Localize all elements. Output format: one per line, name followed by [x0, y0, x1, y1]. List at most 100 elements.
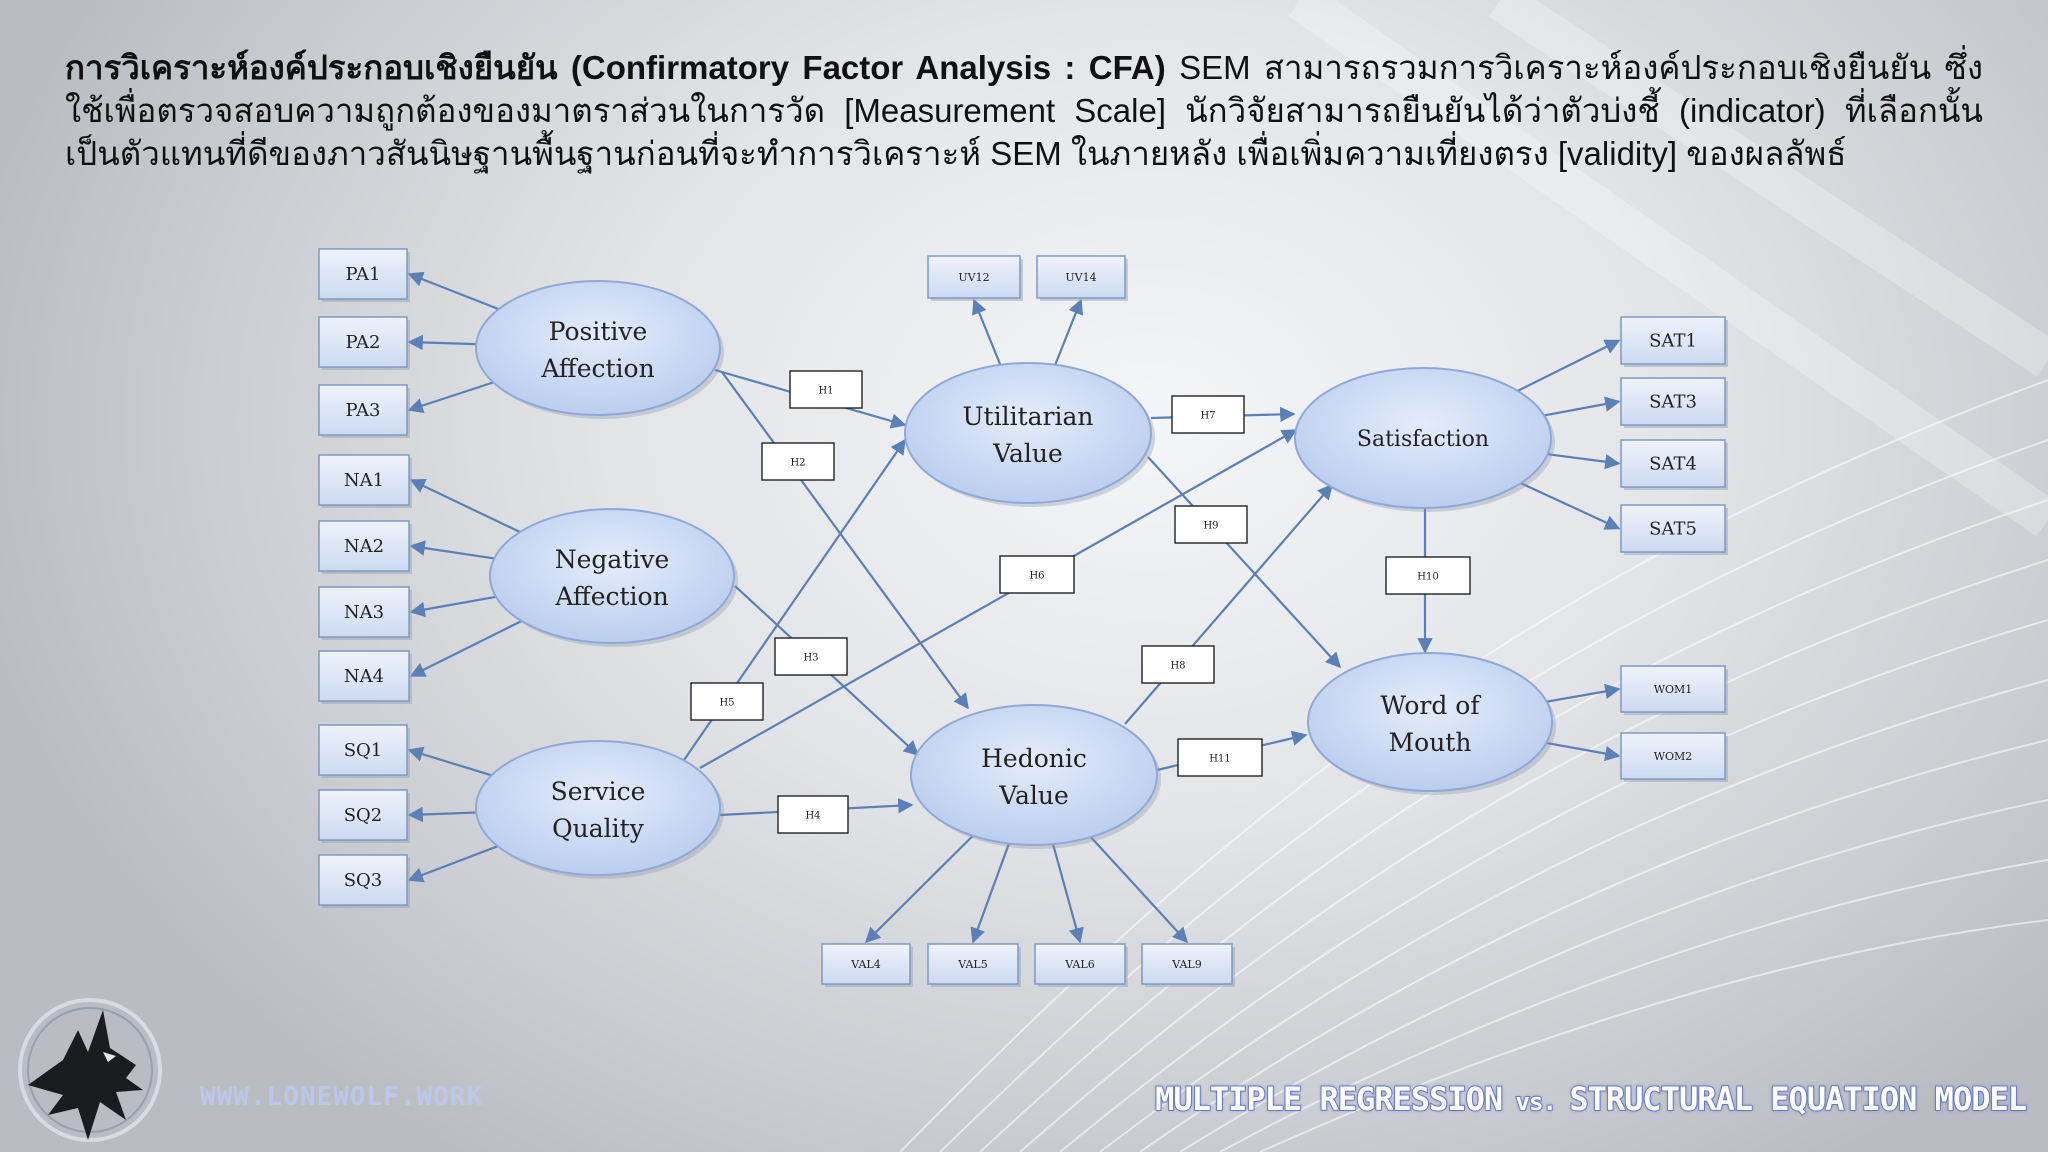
hypothesis-label: H1 — [818, 386, 833, 397]
hypothesis-h4: H4 — [777, 795, 849, 834]
indicator-uv14: UV14 — [1036, 255, 1128, 301]
arrows-layer — [407, 271, 1621, 944]
hypothesis-label: H7 — [1200, 411, 1215, 422]
indicator-label: UV12 — [958, 271, 989, 284]
wolf-logo-icon — [18, 998, 162, 1142]
indicator-arrow-wom1 — [1546, 683, 1621, 703]
hypothesis-label: H4 — [805, 811, 820, 822]
indicator-label: NA2 — [344, 536, 384, 557]
hypothesis-h3: H3 — [774, 637, 848, 676]
indicator-arrow-val6 — [1051, 843, 1084, 944]
indicator-label: VAL9 — [1171, 958, 1201, 971]
path-arrow-h6 — [699, 429, 1298, 769]
indicator-label: PA2 — [346, 332, 381, 353]
indicator-sq3: SQ3 — [318, 854, 410, 908]
indicator-label: VAL6 — [1064, 958, 1094, 971]
hypothesis-h2: H2 — [761, 442, 835, 481]
indicator-arrow-sq1 — [407, 746, 492, 777]
hypothesis-h10: H10 — [1385, 556, 1471, 595]
hypothesis-h6: H6 — [999, 555, 1075, 594]
construct-sat: Satisfaction — [1294, 367, 1555, 512]
indicator-arrow-sat3 — [1543, 396, 1621, 417]
indicator-arrow-val9 — [1090, 836, 1189, 944]
construct-label: Utilitarian — [962, 402, 1093, 431]
indicator-sat5: SAT5 — [1620, 504, 1728, 555]
indicator-na2: NA2 — [318, 520, 412, 574]
indicator-label: SQ2 — [344, 805, 383, 826]
hypothesis-label: H11 — [1209, 754, 1230, 765]
indicator-arrow-val4 — [864, 834, 974, 944]
indicator-wom1: WOM1 — [1620, 665, 1728, 715]
intro-body: SEM สามารถรวมการวิเคราะห์องค์ประกอบเชิงย… — [65, 49, 1984, 172]
indicator-arrow-sat5 — [1520, 482, 1621, 530]
construct-label: Affection — [554, 582, 668, 611]
indicator-arrow-uv12 — [972, 298, 1002, 366]
indicator-pa2: PA2 — [318, 316, 410, 370]
indicator-val4: VAL4 — [821, 943, 913, 987]
indicator-label: UV14 — [1065, 271, 1096, 284]
indicator-label: VAL5 — [957, 958, 987, 971]
construct-label: Mouth — [1389, 728, 1472, 757]
indicator-na3: NA3 — [318, 586, 412, 640]
hypothesis-label: H6 — [1029, 571, 1044, 582]
indicator-label: SAT1 — [1649, 331, 1697, 352]
indicator-arrow-sat1 — [1517, 339, 1621, 392]
hypothesis-label: H3 — [803, 653, 818, 664]
intro-heading: การวิเคราะห์องค์ประกอบเชิงยืนยัน (Confir… — [65, 49, 1166, 86]
indicator-label: WOM2 — [1654, 750, 1693, 763]
indicator-val9: VAL9 — [1141, 943, 1235, 987]
construct-label: Positive — [549, 317, 648, 346]
indicator-uv12: UV12 — [927, 255, 1023, 301]
hypothesis-label: H10 — [1417, 572, 1438, 583]
construct-label: Hedonic — [981, 744, 1087, 773]
indicator-label: NA4 — [344, 666, 384, 687]
indicator-val5: VAL5 — [927, 943, 1021, 987]
indicator-val6: VAL6 — [1034, 943, 1128, 987]
construct-label: Value — [998, 781, 1069, 810]
hypothesis-h9: H9 — [1174, 505, 1248, 544]
title-right: STRUCTURAL EQUATION MODEL — [1568, 1079, 2028, 1119]
construct-label: Service — [551, 777, 646, 806]
indicator-label: PA1 — [346, 264, 381, 285]
indicator-arrow-uv14 — [1054, 298, 1084, 366]
indicator-arrow-na4 — [409, 619, 523, 677]
title-left: MULTIPLE REGRESSION — [1154, 1079, 1504, 1119]
indicator-arrow-sq2 — [407, 806, 477, 823]
hypothesis-h11: H11 — [1177, 738, 1263, 777]
hypothesis-h5: H5 — [690, 682, 764, 721]
path-arrow-h9 — [1147, 456, 1342, 669]
indicator-arrow-pa2 — [407, 334, 477, 351]
indicator-label: VAL4 — [850, 958, 880, 971]
intro-paragraph: การวิเคราะห์องค์ประกอบเชิงยืนยัน (Confir… — [65, 46, 1983, 175]
construct-label: Affection — [540, 354, 654, 383]
path-arrow-h8 — [1124, 483, 1334, 725]
indicator-na1: NA1 — [318, 454, 412, 508]
indicator-label: SQ3 — [344, 870, 383, 891]
indicator-label: SQ1 — [344, 740, 383, 761]
indicator-label: SAT5 — [1649, 519, 1697, 540]
hypothesis-label: H5 — [719, 698, 734, 709]
hypothesis-h8: H8 — [1141, 645, 1215, 684]
indicator-label: SAT3 — [1649, 392, 1697, 413]
indicator-label: NA3 — [344, 602, 384, 623]
indicator-arrow-sat4 — [1547, 453, 1621, 470]
indicator-sq1: SQ1 — [318, 724, 410, 778]
indicator-pa1: PA1 — [318, 248, 410, 302]
indicator-arrow-pa1 — [407, 271, 500, 311]
indicator-arrow-na2 — [409, 540, 495, 560]
indicator-sq2: SQ2 — [318, 789, 410, 843]
indicator-wom2: WOM2 — [1620, 732, 1728, 782]
indicator-arrow-na3 — [409, 595, 497, 618]
indicator-sat1: SAT1 — [1620, 316, 1728, 367]
construct-label: Value — [992, 439, 1063, 468]
hypothesis-h7: H7 — [1171, 395, 1245, 434]
indicator-sat3: SAT3 — [1620, 377, 1728, 428]
